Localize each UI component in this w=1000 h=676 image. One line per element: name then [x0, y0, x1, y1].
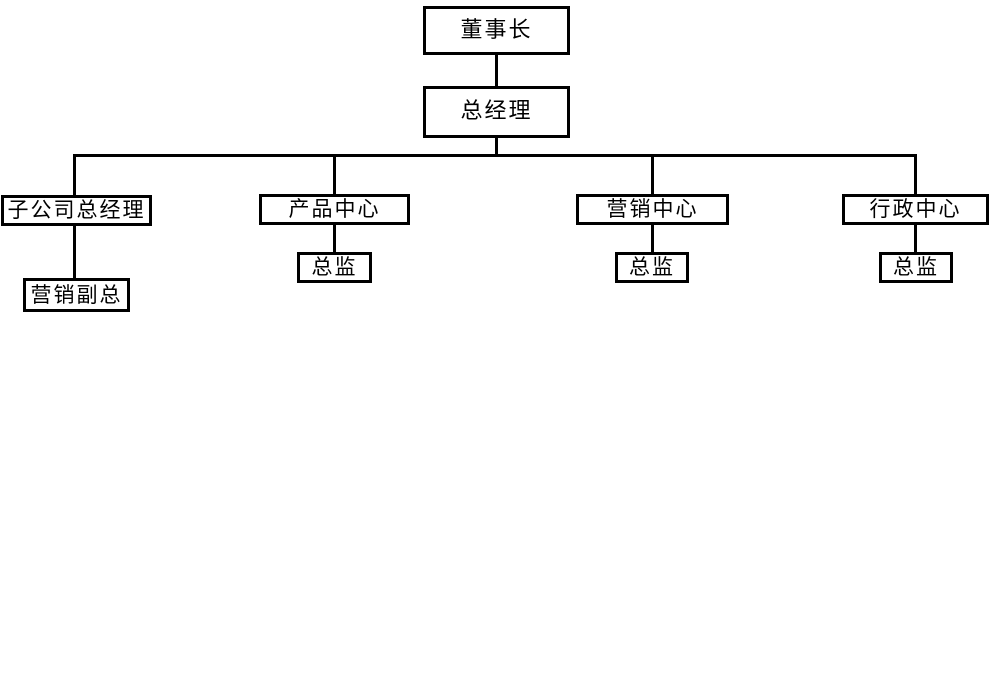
org-node-product-center-director: 总监	[297, 252, 372, 283]
org-node-chairman: 董事长	[423, 6, 570, 55]
connector-admin-center-to-director	[914, 225, 917, 252]
connector-horizontal-bus	[74, 154, 917, 157]
org-node-marketing-center: 营销中心	[576, 194, 729, 225]
org-node-product-center: 产品中心	[259, 194, 410, 225]
connector-general-manager-to-bus	[495, 138, 498, 157]
connector-product-center-to-director	[333, 225, 336, 252]
org-node-administration-center: 行政中心	[842, 194, 989, 225]
org-node-subsidiary-general-manager: 子公司总经理	[1, 195, 152, 226]
connector-subsidiary-gm-to-marketing-vp	[73, 226, 76, 278]
org-node-administration-center-director: 总监	[879, 252, 953, 283]
connector-bus-to-product-center	[333, 154, 336, 194]
org-node-marketing-vice-president: 营销副总	[23, 278, 130, 312]
org-node-marketing-center-director: 总监	[615, 252, 689, 283]
connector-bus-to-subsidiary-gm	[73, 154, 76, 195]
connector-marketing-center-to-director	[651, 225, 654, 252]
connector-bus-to-admin-center	[914, 154, 917, 194]
connector-bus-to-marketing-center	[651, 154, 654, 194]
connector-chairman-to-general-manager	[495, 55, 498, 86]
org-node-general-manager: 总经理	[423, 86, 570, 138]
